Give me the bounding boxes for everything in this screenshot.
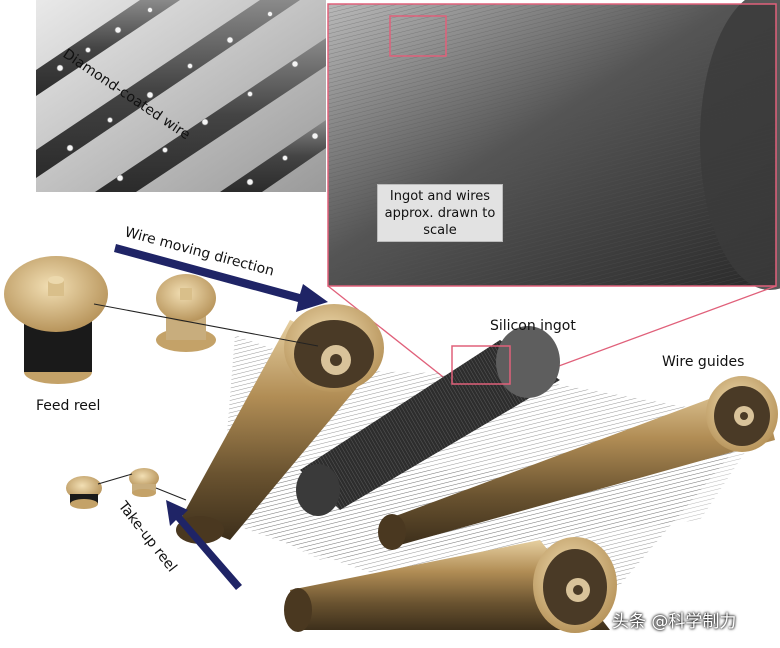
take-up-direction-arrow-icon (166, 500, 242, 590)
ingot-zoom-box (451, 345, 511, 385)
take-up-reel-left (66, 476, 102, 509)
silicon-ingot (296, 326, 560, 516)
scale-note-line-2: approx. drawn to (384, 206, 496, 221)
feed-reel-label: Feed reel (36, 398, 100, 414)
wire-direction-arrow-icon (114, 244, 328, 312)
take-up-wire (97, 473, 133, 485)
scale-note: Ingot and wires approx. drawn to scale (377, 184, 503, 242)
diamond-wire-inset: Diamond-coated wire (36, 0, 326, 192)
feed-wire (93, 303, 319, 347)
scale-note-line-1: Ingot and wires (389, 189, 491, 204)
take-up-reel-right (129, 468, 159, 497)
scale-note-line-3: scale (423, 223, 457, 238)
wire-guide-left (176, 304, 384, 544)
take-up-wire-to-guide (155, 487, 187, 501)
feed-reel-large (4, 256, 108, 384)
zoom-inset (327, 0, 780, 290)
zoom-detail-box (389, 15, 447, 57)
watermark: 头条 @科学制力 (612, 612, 737, 632)
wire-guides-label: Wire guides (662, 354, 744, 370)
wire-guide-right (378, 376, 778, 550)
feed-reel-small (156, 274, 216, 352)
wire-guide-bottom (284, 537, 617, 633)
silicon-ingot-label: Silicon ingot (490, 318, 576, 334)
zoom-frame (327, 3, 777, 287)
